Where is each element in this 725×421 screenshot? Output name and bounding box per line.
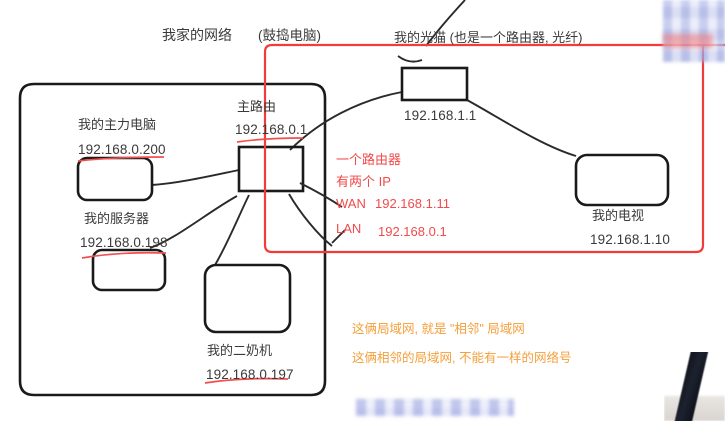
node-ip-main-pc: 192.168.0.200 [78,142,166,157]
red-note-line1: 一个路由器 [336,152,402,167]
node-label-server: 我的服务器 [84,211,150,226]
pointer-wan-stroke [299,182,343,208]
modem-label: 我的光猫 (也是一个路由器, 光纤) [394,30,583,45]
node-label-main-pc: 我的主力电脑 [78,117,157,132]
red-note-lan-label: LAN [336,221,362,236]
censored-region-bottom [356,399,514,416]
underline-second-pc-ip [204,377,289,384]
red-note-lan-ip: 192.168.0.1 [378,224,447,239]
link-modem-uplink-tick [397,55,423,63]
censored-region-top-right-red [663,34,713,48]
node-box-main-router [237,145,305,193]
underline-server-ip [81,251,167,259]
diagram-subtitle: (鼓捣电脑) [258,28,321,43]
node-ip-tv: 192.168.1.10 [590,232,671,247]
link-server-to-router [149,195,238,249]
node-label-main-router: 主路由 [237,99,277,114]
node-ip-server: 192.168.0.198 [80,235,168,250]
node-box-modem [400,66,469,102]
node-box-main-pc [76,156,154,202]
node-ip-modem: 192.168.1.1 [404,108,477,123]
wan-boundary-box [263,43,705,254]
diagram-title: 我家的网络 [162,27,232,43]
node-label-second-pc: 我的二奶机 [207,343,273,358]
link-router-to-modem [289,91,403,151]
link-secondpc-to-router [214,194,250,266]
underline-main-pc-ip [77,156,165,162]
node-label-tv: 我的电视 [592,208,645,223]
red-note-wan-ip: 192.168.1.11 [375,196,450,211]
node-box-tv [574,153,670,207]
link-router-extra-down [288,193,333,247]
orange-note-line2: 这俩相邻的局域网, 不能有一样的网络号 [352,351,572,365]
node-ip-main-router: 192.168.0.1 [235,122,308,137]
orange-note-line1: 这俩局域网, 就是 "相邻" 局域网 [352,322,525,336]
node-box-second-pc [203,263,292,334]
photo-corner-object [664,352,725,421]
link-modem-uplink [425,0,466,47]
link-mainpc-to-router [151,169,240,186]
censored-region-top-right [663,0,725,62]
node-box-server [91,248,167,292]
home-lan-boundary-box [18,82,327,397]
link-modem-to-tv [466,99,577,157]
pointer-lan-stroke [331,229,346,244]
red-note-line2: 有两个 IP [336,174,391,189]
node-ip-second-pc: 192.168.0.197 [206,367,294,382]
underline-main-router-ip [236,137,304,143]
red-note-wan-label: WAN [336,196,366,211]
